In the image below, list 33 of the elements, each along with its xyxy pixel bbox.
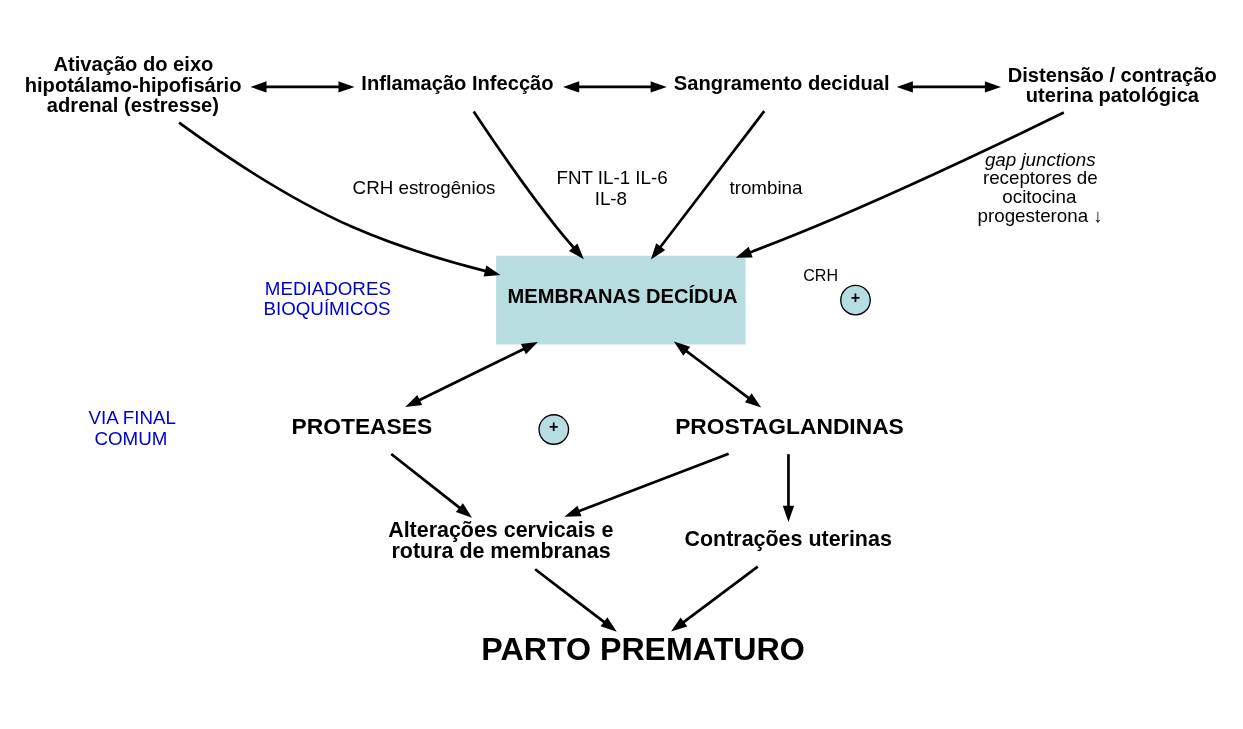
- arrow: [405, 342, 538, 408]
- label: VIA FINAL COMUM: [88, 407, 177, 449]
- arrow: [896, 81, 1001, 93]
- node-text: Sangramento decidual: [673, 72, 890, 95]
- arrow: [390, 452, 473, 518]
- arrow: [534, 568, 617, 632]
- arrow: [472, 110, 584, 260]
- node-label: CRH: [803, 265, 839, 284]
- edge-label: FNT IL-1 IL-6 IL-8: [556, 167, 668, 209]
- node-circle: +: [840, 284, 871, 316]
- arrow: [650, 110, 766, 260]
- node-text: PROTEASES: [291, 412, 433, 439]
- arrow: [178, 121, 501, 277]
- node-text: Inflamação Infecção: [361, 72, 554, 95]
- node-text: Ativação do eixo hipotálamo-hipofisário adrenal (estresse): [24, 53, 242, 116]
- arrow: [673, 341, 762, 408]
- label: MEDIADORES BIOQUÍMICOS: [263, 278, 391, 320]
- node-circle: +: [538, 414, 570, 445]
- arrow: [563, 81, 667, 93]
- node-text: Distensão / contração uterina patológica: [1007, 63, 1217, 106]
- node-box: MEMBRANAS DECÍDUA: [496, 255, 746, 345]
- edge-label: trombina: [729, 177, 803, 199]
- edge-label: CRH estrogênios: [352, 177, 496, 199]
- arrow: [250, 81, 355, 93]
- arrow: [564, 452, 730, 517]
- node-text: PROSTAGLANDINAS: [675, 412, 904, 439]
- arrow: [671, 565, 759, 632]
- arrow: [782, 454, 795, 522]
- arrow: [735, 111, 1065, 258]
- node-text: Alterações cervicais e rotura de membranas: [388, 517, 614, 564]
- node-text: Contrações uterinas: [684, 526, 892, 551]
- node-text: PARTO PREMATURO: [481, 631, 805, 668]
- edge-label: gap junctions receptores de ocitocina progesterona ↓: [977, 148, 1103, 226]
